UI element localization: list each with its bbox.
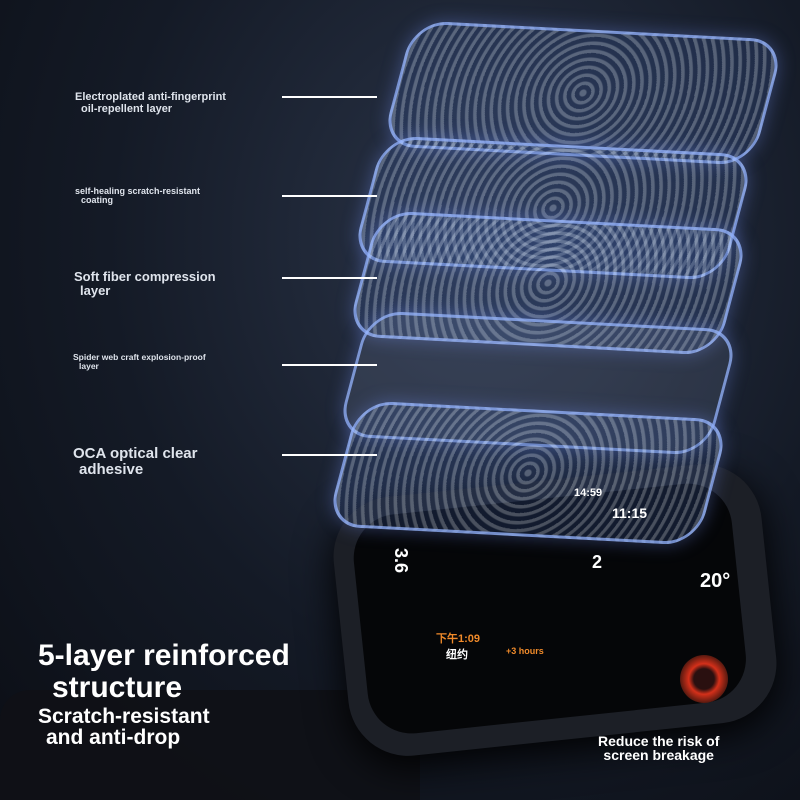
- watch-num: 2: [592, 552, 603, 572]
- pointer-line: [282, 96, 377, 98]
- watch-city: 纽约: [446, 649, 468, 661]
- pointer-line: [282, 277, 377, 279]
- pointer-line: [282, 364, 377, 366]
- watch-bottom-time: 下午1:09: [436, 633, 481, 645]
- pointer-line: [282, 454, 377, 456]
- watch-hours: +3 hours: [506, 646, 544, 656]
- watch-time-top: 14:59: [574, 487, 603, 499]
- watch-time-mid: 11:15: [612, 505, 648, 521]
- pointer-line: [282, 195, 377, 197]
- layer-oca: [325, 400, 731, 546]
- watch-temp: 20°: [700, 570, 731, 592]
- digital-crown: [680, 655, 728, 703]
- watch-left-num: 3.6: [391, 547, 412, 574]
